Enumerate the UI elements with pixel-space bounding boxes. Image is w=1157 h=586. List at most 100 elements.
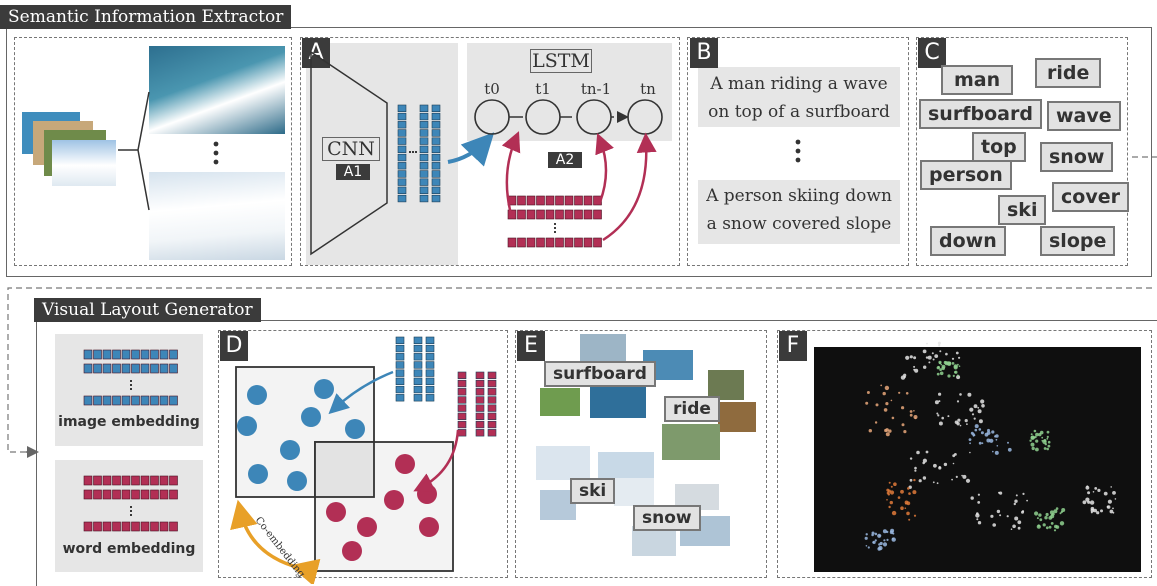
word-embedding-cell — [112, 475, 121, 486]
tsne-point — [936, 482, 939, 485]
d-word-cell — [487, 388, 497, 396]
a2-label: A2 — [548, 152, 582, 168]
tsne-point — [1029, 439, 1032, 442]
e-photo-14 — [632, 526, 676, 556]
tsne-point — [914, 417, 917, 420]
tsne-point — [956, 400, 960, 403]
tsne-point — [990, 514, 994, 518]
tsne-point — [971, 413, 975, 416]
d-word-cell — [487, 404, 497, 412]
tsne-point — [908, 492, 911, 495]
cnn-cell — [431, 104, 441, 112]
tsne-point — [922, 458, 928, 463]
d-image-cell — [395, 344, 405, 353]
step-t1: t1 — [535, 80, 551, 98]
d-image-cell — [395, 369, 405, 377]
overlap-region — [314, 441, 375, 498]
word-cell — [536, 209, 545, 220]
tsne-point — [900, 489, 904, 494]
word-down: down — [930, 226, 1006, 256]
tsne-point — [928, 361, 931, 364]
word-embedding-cell — [112, 521, 121, 532]
image-embedding-cell — [150, 363, 159, 374]
word-embedding-cell — [131, 475, 140, 486]
d-word-cell — [457, 379, 467, 388]
image-embedding-cell — [121, 395, 131, 406]
tsne-point — [1053, 509, 1058, 514]
tsne-point — [909, 478, 913, 482]
tsne-point — [864, 536, 868, 540]
tsne-point — [905, 392, 909, 395]
image-embedding-cell — [169, 363, 178, 374]
tsne-point — [1047, 440, 1051, 444]
tsne-point — [887, 489, 891, 493]
input-photos-panel — [14, 37, 292, 266]
panel-f-letter: F — [779, 331, 807, 361]
cnn-cell — [419, 170, 429, 178]
tsne-point — [1060, 510, 1063, 514]
tsne-point — [885, 432, 890, 437]
extractor-title: Semantic Information Extractor — [0, 5, 292, 29]
tsne-point — [958, 356, 961, 359]
tsne-point — [969, 442, 971, 445]
word-embedding-cell — [159, 475, 169, 486]
ellipsis-dot — [554, 227, 556, 229]
word-embedding-cell — [169, 475, 178, 486]
tsne-point — [905, 502, 907, 505]
tsne-point — [947, 374, 951, 378]
tsne-point — [913, 410, 915, 412]
cnn-cell — [431, 162, 441, 170]
image-point — [301, 407, 321, 427]
tsne-point — [951, 478, 953, 481]
tsne-point — [1021, 510, 1024, 514]
tsne-point — [1033, 429, 1037, 433]
photo-stack-front — [52, 140, 116, 186]
word-embedding-cell — [150, 521, 159, 532]
word-cell — [536, 237, 545, 248]
image-point — [247, 385, 267, 405]
word-point — [395, 454, 415, 474]
tsne-point — [913, 365, 916, 368]
tsne-point — [888, 505, 891, 509]
tsne-point — [1006, 515, 1009, 518]
tsne-point — [905, 355, 910, 360]
tsne-point — [955, 351, 959, 355]
tsne-point — [925, 450, 929, 454]
cnn-cell — [397, 153, 407, 162]
word-man: man — [941, 65, 1014, 95]
tsne-point — [913, 514, 917, 517]
tsne-point — [992, 523, 996, 527]
tsne-point — [1100, 509, 1103, 513]
tsne-point — [938, 400, 941, 403]
surf-photo — [149, 46, 285, 134]
word-person: person — [920, 160, 1012, 190]
ellipsis-dot — [130, 380, 132, 382]
e-photo-4 — [590, 386, 646, 418]
tsne-point — [1046, 430, 1050, 434]
tsne-point — [940, 363, 943, 366]
tsne-point — [1022, 492, 1025, 495]
image-embedding-cell — [159, 395, 169, 406]
e-photo-11 — [614, 478, 654, 506]
tsne-point — [882, 391, 886, 396]
caption-dots — [795, 139, 801, 163]
word-input-arrow-3 — [602, 132, 657, 242]
d-word-cell — [475, 429, 485, 437]
layout-title: Visual Layout Generator — [34, 298, 261, 322]
tsne-point — [1044, 443, 1048, 446]
d-image-cell — [425, 385, 435, 394]
d-word-cell — [487, 429, 497, 437]
tsne-point — [914, 368, 919, 373]
image-embedding-cell — [83, 395, 93, 406]
image-embedding-cell — [93, 395, 102, 406]
d-image-cell — [425, 344, 435, 353]
tsne-point — [978, 428, 982, 431]
tsne-point — [967, 392, 972, 397]
tsne-point — [878, 534, 881, 537]
tsne-point — [922, 349, 927, 354]
tsne-point — [948, 361, 951, 365]
tsne-point — [953, 365, 958, 370]
tsne-point — [970, 496, 974, 500]
d-image-cell — [395, 385, 405, 394]
